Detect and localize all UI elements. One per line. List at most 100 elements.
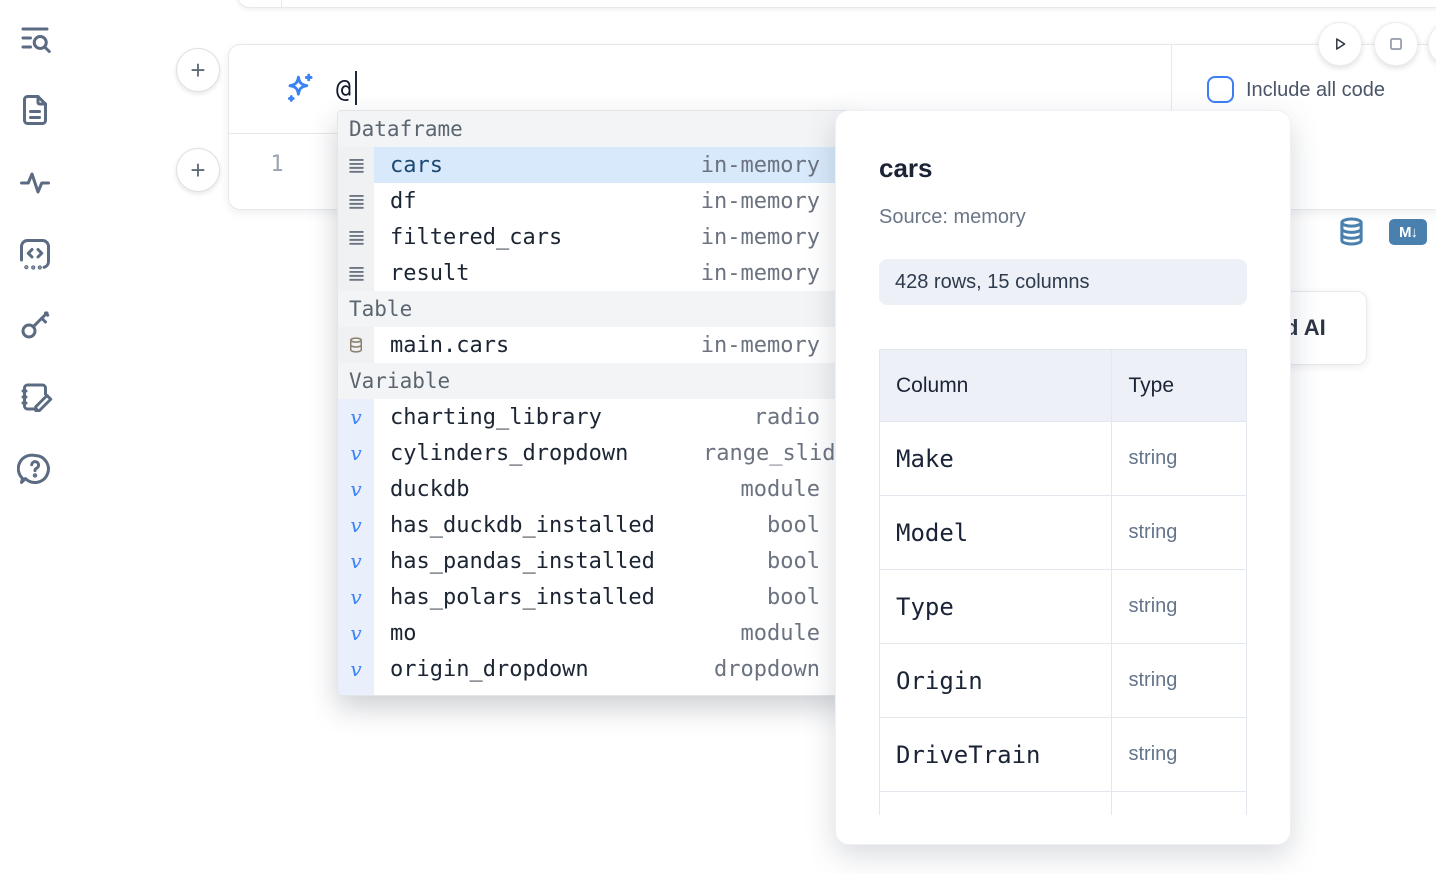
autocomplete-item-name: has_duckdb_installed (390, 512, 655, 538)
activity-icon[interactable] (17, 165, 53, 201)
autocomplete-item-type: dropdown (714, 656, 820, 682)
preview-source: Source: memory (879, 206, 1026, 228)
autocomplete-item-type: bool (767, 548, 820, 574)
vertical-divider (1171, 45, 1172, 133)
schema-column-type: string (1111, 717, 1247, 792)
code-editor[interactable]: 1 M↓ (229, 134, 1436, 246)
schema-column-type: string (1111, 643, 1247, 718)
generate-with-ai-label: d AI (1285, 315, 1326, 340)
autocomplete-item-name: result (390, 260, 470, 286)
autocomplete-item-name: pd (390, 693, 417, 696)
dataframe-preview-panel: cars Source: memory 428 rows, 15 columns… (835, 110, 1291, 845)
autocomplete-item-result[interactable]: result in-memory (338, 255, 848, 291)
autocomplete-item-type: in-memory (700, 260, 820, 286)
autocomplete-item-name: main.cars (390, 332, 510, 358)
autocomplete-item-name: df (390, 188, 417, 214)
scratchpad-icon[interactable] (17, 379, 53, 415)
add-cell-above-button[interactable]: + (176, 48, 220, 92)
stop-icon (1390, 38, 1402, 50)
autocomplete-item-cars[interactable]: cars in-memory (338, 147, 848, 183)
ai-sparkles-icon (281, 70, 319, 108)
preview-shape-badge: 428 rows, 15 columns (879, 259, 1247, 305)
dataframe-rows-icon (338, 219, 374, 255)
schema-column-name: Type (879, 569, 1113, 644)
key-icon[interactable] (17, 307, 53, 343)
autocomplete-item-name: mo (390, 620, 417, 646)
variable-icon: v (338, 435, 374, 471)
autocomplete-item-name: has_polars_installed (390, 584, 655, 610)
autocomplete-item-name: duckdb (390, 476, 470, 502)
autocomplete-item-type: module (740, 620, 820, 646)
sql-database-icon[interactable] (1335, 215, 1368, 248)
variable-icon: v (338, 579, 374, 615)
autocomplete-item-name: filtered_cars (390, 224, 563, 250)
autocomplete-item-name: charting_library (390, 404, 602, 430)
schema-column-name: Origin (879, 643, 1113, 718)
autocomplete-item-type: in-memory (700, 332, 820, 358)
preview-title: cars (879, 153, 933, 183)
autocomplete-item-type: in-memory (700, 152, 820, 178)
autocomplete-item-type: module (740, 476, 820, 502)
variable-icon: v (338, 399, 374, 435)
ai-prompt-input[interactable]: @ (336, 74, 352, 103)
help-chat-icon[interactable] (16, 451, 53, 487)
text-cursor (355, 71, 357, 105)
autocomplete-item-type: radio (753, 404, 820, 430)
dataframe-rows-icon (338, 147, 374, 183)
autocomplete-item-name: origin_dropdown (390, 656, 589, 682)
schema-column-type: string (1111, 569, 1247, 644)
autocomplete-item-type: bool (767, 512, 820, 538)
schema-column-type: string (1111, 495, 1247, 570)
toc-search-icon[interactable] (17, 20, 53, 56)
file-document-icon[interactable] (17, 92, 53, 128)
dataframe-rows-icon (338, 183, 374, 219)
autocomplete-item-charting_library[interactable]: v charting_library radio (338, 399, 848, 435)
dataframe-rows-icon (338, 255, 374, 291)
autocomplete-item-type: in-memory (700, 188, 820, 214)
left-sidebar (0, 0, 70, 874)
code-snippets-icon[interactable] (17, 236, 53, 272)
schema-column-name (879, 791, 1113, 815)
variable-icon: v (338, 615, 374, 651)
autocomplete-item-has_polars_installed[interactable]: v has_polars_installed bool (338, 579, 848, 615)
variable-icon: v (338, 507, 374, 543)
stop-cell-button[interactable] (1374, 22, 1418, 66)
autocomplete-item-pd[interactable]: vpdmodule (338, 687, 848, 696)
schema-column-name: Model (879, 495, 1113, 570)
markdown-convert-icon[interactable]: M↓ (1389, 219, 1427, 245)
schema-column-type: string (1111, 421, 1247, 496)
autocomplete-item-type: bool (767, 584, 820, 610)
run-cell-button[interactable] (1318, 22, 1362, 66)
line-number: 1 (270, 152, 284, 177)
include-all-code-checkbox[interactable] (1207, 76, 1234, 103)
schema-row (879, 791, 1247, 815)
autocomplete-item-name: has_pandas_installed (390, 548, 655, 574)
autocomplete-item-name: cars (390, 152, 443, 178)
include-all-code-label: Include all code (1246, 79, 1385, 101)
autocomplete-item-df[interactable]: df in-memory (338, 183, 848, 219)
schema-column-name: DriveTrain (879, 717, 1113, 792)
add-cell-below-button[interactable]: + (176, 148, 220, 192)
variable-icon: v (338, 471, 374, 507)
autocomplete-item-main.cars[interactable]: main.cars in-memory (338, 327, 848, 363)
autocomplete-item-name: cylinders_dropdown (390, 440, 629, 466)
variable-icon: v (338, 687, 374, 695)
autocomplete-item-has_duckdb_installed[interactable]: v has_duckdb_installed bool (338, 507, 848, 543)
schema-column-name: Make (879, 421, 1113, 496)
autocomplete-section-header: Table (338, 291, 848, 327)
ai-prompt-row[interactable]: @ Include all code (229, 45, 1436, 133)
